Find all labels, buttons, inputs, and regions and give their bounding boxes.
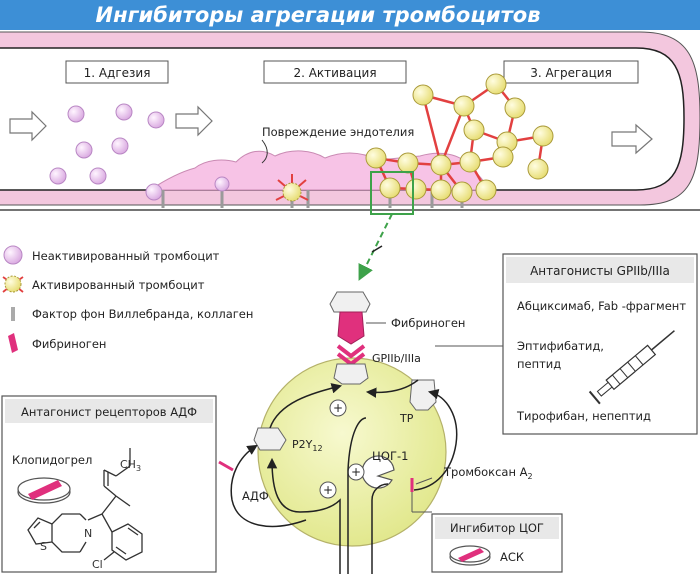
inactive-platelet-icon: [115, 103, 133, 121]
adp-box-header: [5, 399, 213, 423]
adp-antagonist-box: Антагонист рецепторов АДФ Клопидогрел: [1, 395, 217, 573]
active-platelet-icon: [527, 158, 549, 180]
cox1-label: ЦОГ-1: [372, 449, 408, 463]
clopidogrel-atom-cl: Cl: [92, 558, 103, 571]
active-platelet-icon: [453, 95, 475, 117]
cox-inhibitor-box: Ингибитор ЦОГ АСК: [431, 513, 563, 573]
clopidogrel-structure-icon: [27, 448, 143, 561]
inactive-platelet-icon: [89, 167, 107, 185]
active-platelet-icon: [379, 177, 401, 199]
signaling-arrows: [230, 379, 458, 545]
gp-box-header: [506, 257, 694, 283]
stage-box-activation: [263, 60, 407, 84]
inactive-platelet-icon: [67, 105, 85, 123]
active-platelet-icon: [504, 97, 526, 119]
title-bar: [0, 0, 700, 30]
legend-inactive-platelet-icon: [3, 245, 23, 265]
fibrinogen-label: Фибриноген: [391, 316, 465, 330]
page-title: Ингибиторы агрегации тромбоцитов: [96, 3, 541, 27]
active-platelet-icon: [412, 84, 434, 106]
inactive-platelet-icon: [75, 141, 93, 159]
cox1-enzyme-icon: [361, 455, 395, 489]
cox-drug-label: АСК: [500, 550, 524, 564]
plus-signs: + + +: [319, 399, 365, 499]
inactive-platelet-icon: [111, 137, 129, 155]
active-platelet-icon: [475, 179, 497, 201]
adp-box-title: Антагонист рецепторов АДФ: [21, 405, 197, 419]
active-platelet-icon: [463, 119, 485, 141]
thromboxane-label: Тромбоксан A2: [443, 465, 533, 481]
p2y12-receptor-icon: [253, 427, 287, 451]
legend: Неактивированный тромбоцит Активированны…: [2, 245, 253, 353]
thromboxane-pointer: [415, 477, 433, 485]
flow-arrow-icon: [9, 110, 47, 142]
adp-inhibitor-mark: [218, 460, 234, 472]
legend-inactive-label: Неактивированный тромбоцит: [32, 249, 220, 263]
active-platelet-icon: [459, 151, 481, 173]
gp-drug-eptifibatide: Эптифибатид,: [517, 339, 604, 353]
activated-platelet: [275, 174, 309, 208]
gp-antagonist-box: Антагонисты GPIIb/IIIa Абциксимаб, Fab -…: [502, 253, 698, 435]
active-platelet-icon: [430, 179, 452, 201]
stage-label-activation: 2. Активация: [293, 66, 376, 80]
clopidogrel-ch3: CH3: [120, 458, 141, 473]
stage-box-adhesion: [65, 60, 169, 84]
gp-receptor-label: GPIIb/IIIa: [372, 352, 421, 365]
legend-fibrinogen-label: Фибриноген: [32, 337, 106, 351]
active-platelet-icon: [430, 154, 452, 176]
active-platelet-icon: [532, 125, 554, 147]
inactive-platelet-icon: [145, 183, 163, 201]
damage-label: Повреждение эндотелия: [262, 125, 414, 139]
active-platelet-icon: [451, 181, 473, 203]
legend-vwf-icon: [11, 307, 15, 321]
svg-text:+: +: [323, 483, 333, 497]
gp-drug-abciximab: Абциксимаб, Fab -фрагмент: [517, 299, 686, 313]
stage-label-aggregation: 3. Агрегация: [530, 66, 612, 80]
inactive-platelet-icon: [49, 167, 67, 185]
stage-label-adhesion: 1. Адгезия: [84, 66, 151, 80]
active-platelet-icon: [397, 152, 419, 174]
active-platelet-icon: [485, 73, 507, 95]
clopidogrel-label: Клопидогрел: [12, 453, 92, 467]
syringe-icon: [588, 330, 675, 405]
stage-box-aggregation: [503, 60, 639, 84]
clopidogrel-atom-s: S: [40, 540, 47, 553]
legend-fibrinogen-icon: [8, 333, 18, 353]
gp-drug-eptifibatide-type: пептид: [517, 357, 561, 371]
legend-active-label: Активированный тромбоцит: [32, 278, 205, 292]
damage-pointer: [261, 139, 268, 164]
active-platelet-icon: [492, 146, 514, 168]
adp-label: АДФ: [242, 489, 269, 503]
svg-text:+: +: [351, 465, 361, 479]
flow-arrow-icon: [611, 123, 653, 155]
active-platelet-icon: [405, 178, 427, 200]
aggregate-platelets: [365, 73, 554, 203]
inactive-platelet-icon: [147, 111, 165, 129]
platelet-cell: [257, 357, 447, 547]
zoom-connector-arrow: [358, 213, 393, 281]
legend-active-platelet-icon: [2, 275, 24, 293]
active-platelet-icon: [365, 147, 387, 169]
tp-label: TP: [399, 412, 414, 425]
p2y12-label: P2Y12: [292, 438, 323, 453]
cox-box-header: [435, 517, 559, 539]
gp-drug-tirofiban: Тирофибан, непептид: [516, 409, 651, 423]
free-platelets: [49, 103, 165, 201]
flow-arrow-icon: [175, 105, 213, 137]
adhered-platelet-icon: [214, 176, 230, 192]
pill-icon: [17, 477, 71, 504]
tp-receptor-icon: [409, 379, 437, 411]
zoom-mark: [371, 245, 383, 253]
fibrinogen-receptor: [329, 291, 371, 385]
svg-text:+: +: [333, 401, 343, 415]
clopidogrel-atom-n: N: [84, 527, 92, 540]
cox-box-title: Ингибитор ЦОГ: [450, 521, 544, 535]
pill-icon: [449, 545, 491, 566]
gp-box-title: Антагонисты GPIIb/IIIa: [530, 264, 670, 278]
legend-vwf-label: Фактор фон Виллебранда, коллаген: [32, 307, 253, 321]
